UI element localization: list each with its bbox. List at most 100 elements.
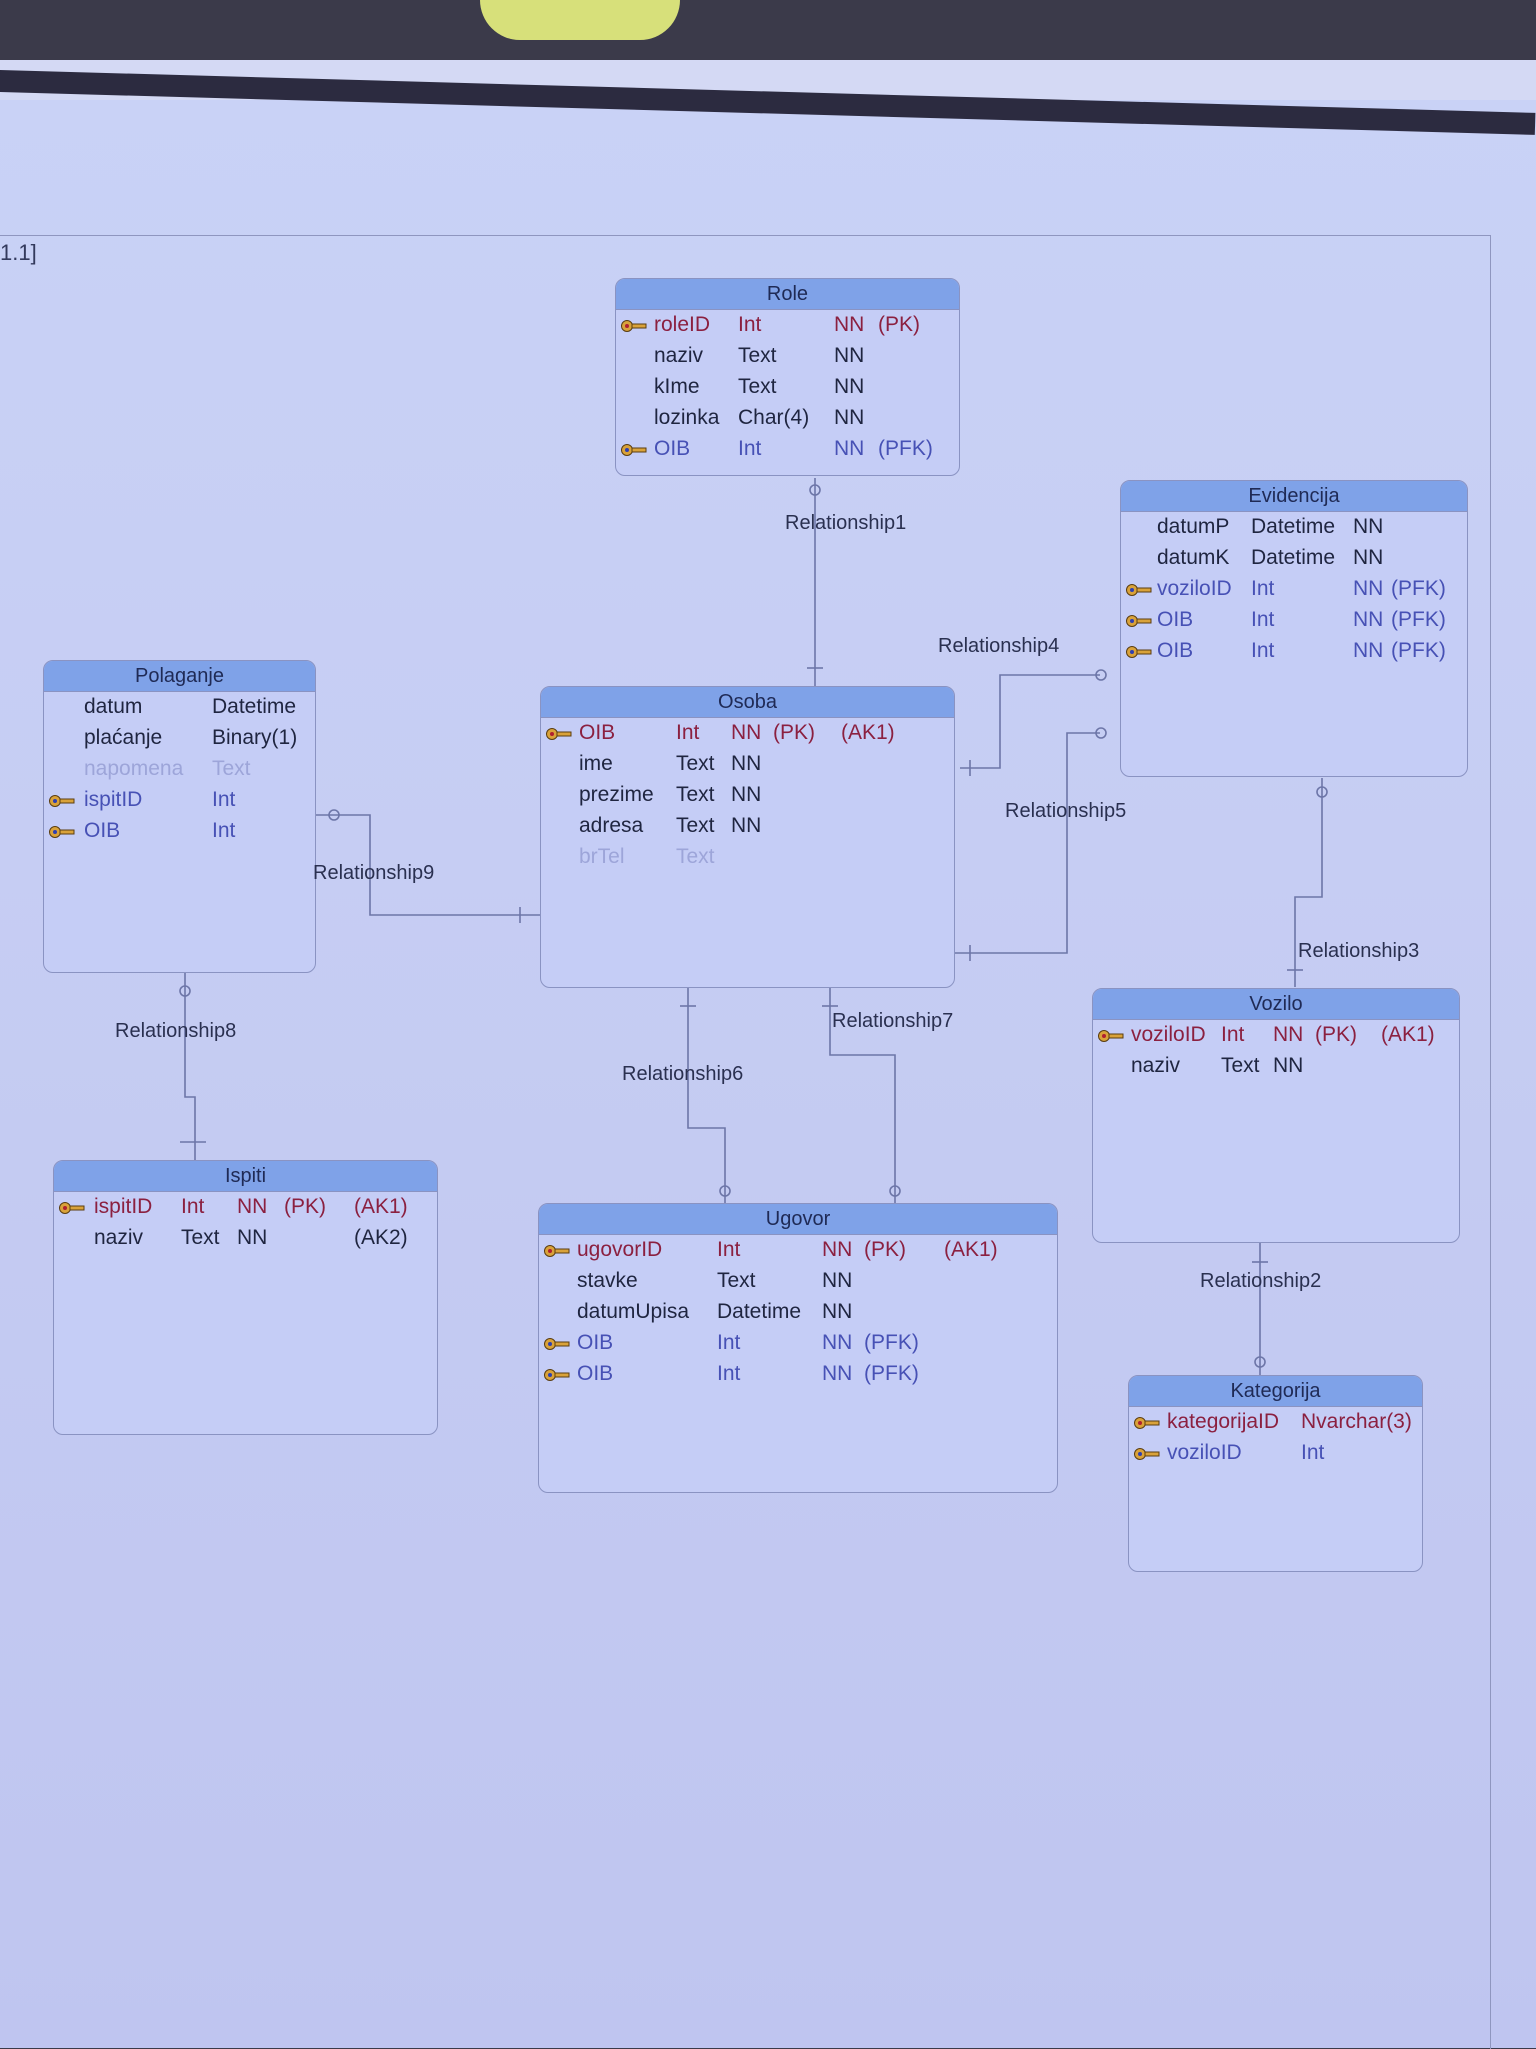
attribute-name: voziloID <box>1131 1023 1206 1046</box>
entity-title: Kategorija <box>1129 1376 1422 1407</box>
attribute-name: OIB <box>1157 608 1194 631</box>
attribute-alt-key: (AK1) <box>354 1195 408 1218</box>
page-marker: 1.1] <box>0 240 37 265</box>
attribute-row: brTel Text <box>541 842 954 873</box>
sticky-note <box>480 0 680 40</box>
entity-title: Ispiti <box>54 1161 437 1192</box>
attribute-key: (PK) <box>1315 1023 1357 1046</box>
entity-evidencija[interactable]: Evidencija datumP Datetime NN datumK Dat… <box>1120 480 1468 777</box>
attribute-row: ime Text NN <box>541 749 954 780</box>
attribute-key: (PFK) <box>1391 608 1446 631</box>
relationship-label-6: Relationship6 <box>622 1063 744 1085</box>
attribute-row: prezime Text NN <box>541 780 954 811</box>
attribute-name: roleID <box>654 313 711 336</box>
attribute-type: Text <box>717 1269 756 1292</box>
attribute-row: ispitID Int <box>44 785 315 816</box>
attribute-row: datumK Datetime NN <box>1121 543 1467 574</box>
attribute-name: OIB <box>84 819 121 842</box>
attribute-name: adresa <box>579 814 644 837</box>
attribute-key: (PK) <box>878 313 920 336</box>
entity-title: Osoba <box>541 687 954 718</box>
attribute-type: Int <box>181 1195 205 1218</box>
attribute-name: OIB <box>654 437 691 460</box>
attribute-row: kategorijaID Nvarchar(3) <box>1129 1407 1422 1438</box>
attribute-row: voziloID Int NN (PK) (AK1) <box>1093 1020 1459 1051</box>
entity-ugovor[interactable]: Ugovor ugovorID Int NN (PK) (AK1) stavke… <box>538 1203 1058 1493</box>
primary-key-icon <box>546 728 572 740</box>
attribute-name: brTel <box>579 845 625 868</box>
diagram-frame <box>0 235 1491 2049</box>
attribute-row: kIme Text NN <box>616 372 959 403</box>
attribute-nullability: NN <box>834 344 865 367</box>
entity-ispiti[interactable]: Ispiti ispitID Int NN (PK) (AK1) naziv T… <box>53 1160 438 1435</box>
attribute-key: (PFK) <box>864 1362 919 1385</box>
attribute-row: voziloID Int <box>1129 1438 1422 1469</box>
attribute-row: OIB Int NN (PFK) <box>616 434 959 465</box>
attribute-type: Datetime <box>1251 546 1336 569</box>
foreign-key-icon <box>544 1369 570 1381</box>
attribute-row: OIB Int <box>44 816 315 847</box>
attribute-nullability: NN <box>834 375 865 398</box>
attribute-type: Text <box>1221 1054 1260 1077</box>
attribute-row: napomena Text <box>44 754 315 785</box>
attribute-nullability: NN <box>834 437 865 460</box>
attribute-nullability: NN <box>1273 1023 1304 1046</box>
attribute-row: OIB Int NN (PFK) <box>1121 636 1467 667</box>
attribute-row: OIB Int NN (PFK) <box>539 1328 1057 1359</box>
foreign-key-icon <box>621 444 647 456</box>
attribute-nullability: NN <box>1353 608 1384 631</box>
attribute-name: stavke <box>577 1269 638 1292</box>
attribute-name: kIme <box>654 375 700 398</box>
attribute-key: (PFK) <box>1391 639 1446 662</box>
relationship-label-7: Relationship7 <box>832 1010 954 1032</box>
attribute-name: datumP <box>1157 515 1230 538</box>
attribute-row: datum Datetime <box>44 692 315 723</box>
relationship-label-1: Relationship1 <box>785 512 907 534</box>
attribute-nullability: NN <box>1353 639 1384 662</box>
attribute-key: (PK) <box>864 1238 906 1261</box>
attribute-type: Text <box>676 814 715 837</box>
attribute-key: (PFK) <box>878 437 933 460</box>
attribute-name: voziloID <box>1167 1441 1242 1464</box>
entity-vozilo[interactable]: Vozilo voziloID Int NN (PK) (AK1) naziv … <box>1092 988 1460 1243</box>
foreign-key-icon <box>1126 646 1152 658</box>
attribute-type: Datetime <box>1251 515 1336 538</box>
attribute-name: naziv <box>94 1226 144 1249</box>
attribute-row: plaćanje Binary(1) <box>44 723 315 754</box>
attribute-type: Int <box>212 788 236 811</box>
entity-role[interactable]: Role roleID Int NN (PK) naziv Text NN kI… <box>615 278 960 476</box>
foreign-key-icon <box>1126 584 1152 596</box>
primary-key-icon <box>621 320 647 332</box>
entity-title: Role <box>616 279 959 310</box>
attribute-nullability: NN <box>834 406 865 429</box>
attribute-type: Int <box>717 1331 741 1354</box>
attribute-type: Text <box>738 344 777 367</box>
attribute-alt-key: (AK1) <box>841 721 895 744</box>
attribute-type: Int <box>738 437 762 460</box>
attribute-key: (PFK) <box>1391 577 1446 600</box>
attribute-nullability: NN <box>1353 515 1384 538</box>
relationship-label-9: Relationship9 <box>313 862 435 884</box>
primary-key-icon <box>1098 1030 1124 1042</box>
attribute-row: voziloID Int NN (PFK) <box>1121 574 1467 605</box>
attribute-nullability: NN <box>822 1269 853 1292</box>
attribute-key: (PK) <box>284 1195 326 1218</box>
primary-key-icon <box>544 1245 570 1257</box>
attribute-key: (PFK) <box>864 1331 919 1354</box>
attribute-name: plaćanje <box>84 726 163 749</box>
entity-polaganje[interactable]: Polaganje datum Datetime plaćanje Binary… <box>43 660 316 973</box>
attribute-type: Text <box>738 375 777 398</box>
entity-kategorija[interactable]: Kategorija kategorijaID Nvarchar(3) vozi… <box>1128 1375 1423 1572</box>
attribute-type: Text <box>181 1226 220 1249</box>
attribute-name: prezime <box>579 783 654 806</box>
attribute-type: Datetime <box>212 695 297 718</box>
attribute-row: naziv Text NN <box>1093 1051 1459 1082</box>
attribute-nullability: NN <box>731 783 762 806</box>
primary-key-icon <box>59 1202 85 1214</box>
entity-osoba[interactable]: Osoba OIB Int NN (PK) (AK1) ime Text NN … <box>540 686 955 988</box>
attribute-type: Int <box>717 1238 741 1261</box>
attribute-row: ispitID Int NN (PK) (AK1) <box>54 1192 437 1223</box>
entity-title: Evidencija <box>1121 481 1467 512</box>
attribute-row: roleID Int NN (PK) <box>616 310 959 341</box>
attribute-type: Int <box>717 1362 741 1385</box>
